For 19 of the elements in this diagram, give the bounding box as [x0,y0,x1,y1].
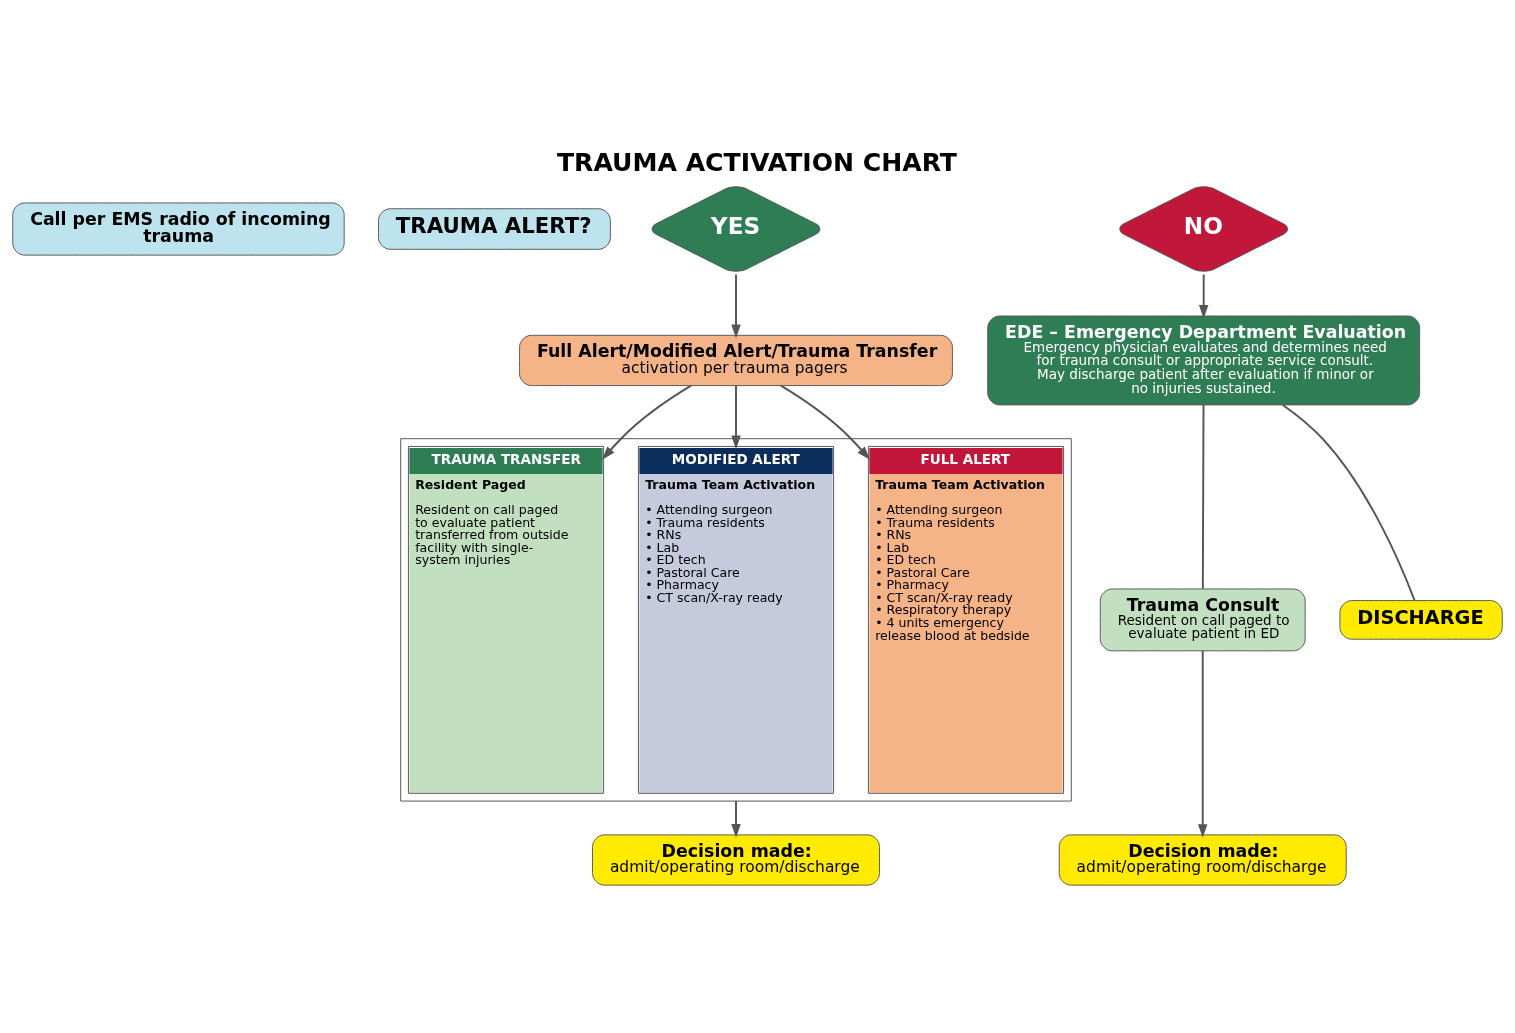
node-box: Decision made: admit/operating room/discharge [1058,834,1347,886]
cluster [400,438,1072,802]
arrow [780,384,870,460]
node-box: EDE – Emergency Department Evaluation Emergency physician evaluates and determines need for trauma consult or appropriate service consult. May discharge patient after evaluation if minor or no injuries sustained. [987,315,1421,406]
arrow [1198,273,1209,319]
diagram-title: TRAUMA ACTIVATION CHART [557,147,957,177]
arrow [602,384,692,460]
node-box: Decision made: admit/operating room/discharge [592,834,880,886]
arrow [731,800,741,838]
connector [1281,404,1416,602]
arrow [731,384,741,450]
node-box: TRAUMA ALERT? [378,208,611,250]
node-box: Trauma Consult Resident on call paged to evaluate patient in ED [1099,588,1306,652]
connector [1201,404,1205,590]
arrow [1197,650,1208,838]
node-box: DISCHARGE [1339,600,1503,640]
arrow [731,273,741,339]
node-box: Call per EMS radio of incoming trauma [12,202,345,256]
node-box: Full Alert/Modified Alert/Trauma Transfer activation per trauma pagers [519,334,953,387]
